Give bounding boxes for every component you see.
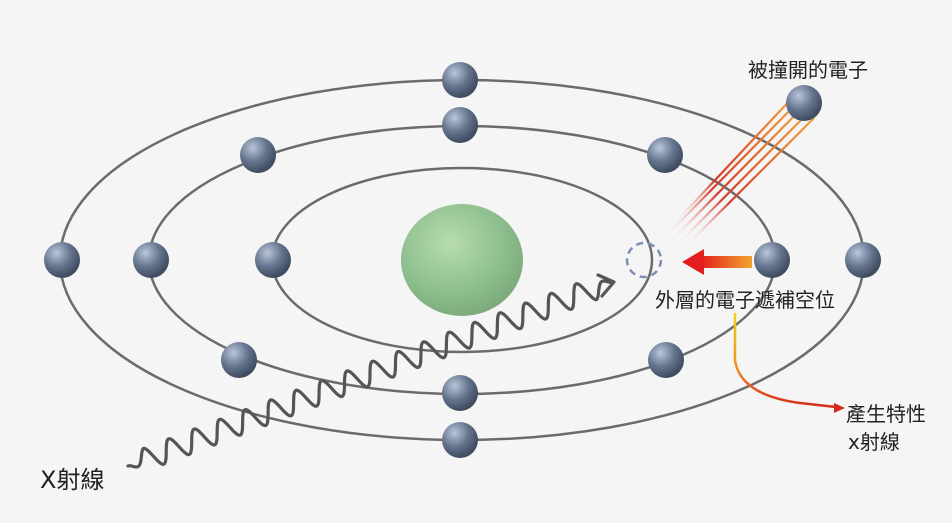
electron xyxy=(255,242,291,278)
label-characteristic-line1: 產生特性 xyxy=(846,402,926,426)
emission-curve xyxy=(733,313,837,409)
label-xray: X射線 xyxy=(40,466,105,494)
electron xyxy=(221,342,257,378)
label-characteristic-line2: x射線 xyxy=(848,430,900,454)
label-ejected-electron: 被撞開的電子 xyxy=(748,58,868,82)
electron xyxy=(133,242,169,278)
label-outer-electron-fills: 外層的電子遞補空位 xyxy=(655,288,835,312)
electron xyxy=(845,242,881,278)
electrons xyxy=(44,62,881,458)
electron xyxy=(442,107,478,143)
emission-arrowhead xyxy=(834,403,845,413)
electron xyxy=(442,62,478,98)
vacancy-circle xyxy=(625,241,663,279)
xray-wave xyxy=(126,279,614,469)
electron xyxy=(442,375,478,411)
electron xyxy=(647,137,683,173)
ejected-electron xyxy=(786,85,822,121)
refill-arrow xyxy=(682,249,752,275)
electron xyxy=(240,137,276,173)
nucleus xyxy=(401,204,523,316)
electron xyxy=(442,422,478,458)
electron xyxy=(648,342,684,378)
ejection-streaks xyxy=(663,95,815,249)
electron xyxy=(754,242,790,278)
electron xyxy=(44,242,80,278)
xray-wave-arrowhead xyxy=(596,273,616,298)
